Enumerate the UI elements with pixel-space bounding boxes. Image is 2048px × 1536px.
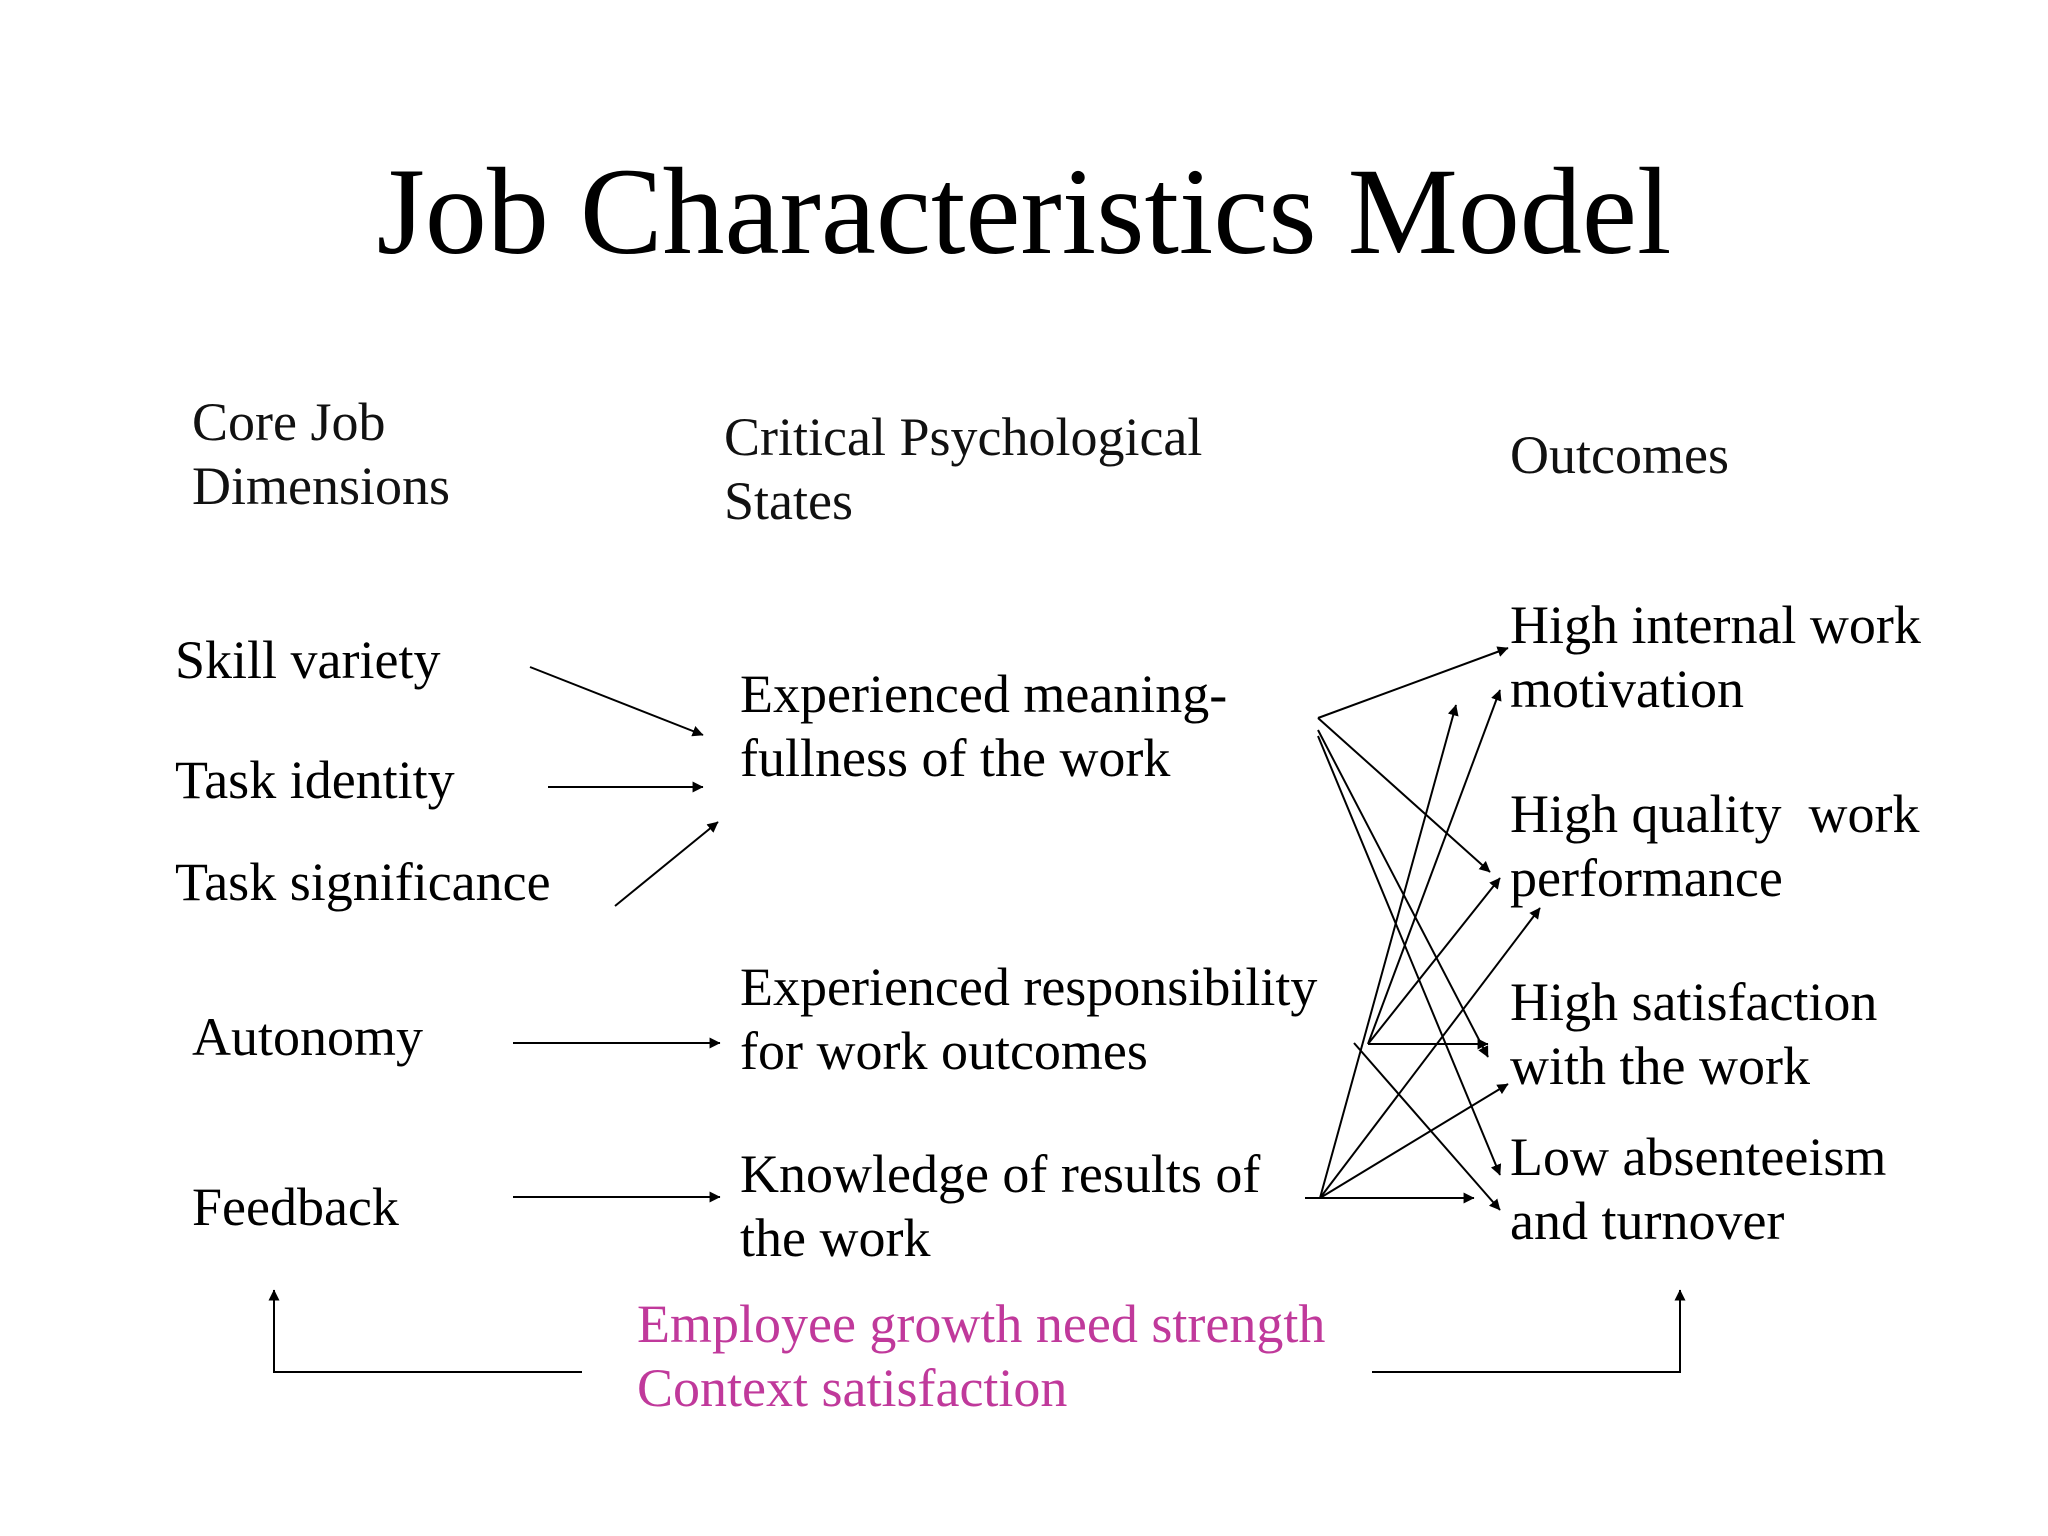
- moderator-growth-need-strength: Employee growth need strength: [637, 1294, 1326, 1354]
- arrow-responsibility-to-performance: [1367, 877, 1501, 1045]
- outcome-absenteeism-turnover: Low absenteeism and turnover: [1510, 1125, 1886, 1253]
- state-knowledge-line-2: the work: [740, 1208, 931, 1268]
- outcome-internal-motivation: High internal work motivation: [1510, 593, 1921, 721]
- header-core-line-1: Core Job: [192, 392, 386, 452]
- arrow-task-significance-to-meaningfulness: [614, 821, 719, 907]
- state-responsibility-line-2: for work outcomes: [740, 1021, 1148, 1081]
- outcome-satisfaction-line-2: with the work: [1510, 1036, 1810, 1096]
- outcome-motivation-line-2: motivation: [1510, 659, 1744, 719]
- header-core-line-2: Dimensions: [192, 456, 451, 516]
- moderators: Employee growth need strength Context sa…: [637, 1292, 1325, 1420]
- outcome-absenteeism-line-2: and turnover: [1510, 1191, 1785, 1251]
- state-meaningfulness-line-2: fullness of the work: [740, 728, 1171, 788]
- outcome-performance-line-2: performance: [1510, 848, 1783, 908]
- page-title: Job Characteristics Model: [376, 143, 1672, 280]
- arrow-skill-variety-to-meaningfulness: [529, 666, 704, 737]
- outcome-quality-performance: High quality work performance: [1510, 782, 1919, 910]
- state-meaningfulness: Experienced meaning- fullness of the wor…: [740, 662, 1227, 790]
- outcome-satisfaction-line-1: High satisfaction: [1510, 972, 1878, 1032]
- core-task-identity: Task identity: [175, 750, 455, 810]
- core-task-significance: Task significance: [175, 852, 551, 912]
- state-knowledge-of-results: Knowledge of results of the work: [740, 1142, 1260, 1270]
- core-skill-variety: Skill variety: [175, 630, 441, 690]
- arrow-knowledge-to-motivation: [1319, 704, 1459, 1199]
- arrow-moderator-to-outcomes: [1372, 1289, 1686, 1373]
- state-knowledge-line-1: Knowledge of results of: [740, 1144, 1261, 1204]
- arrow-responsibility-to-absenteeism: [1353, 1042, 1501, 1211]
- state-responsibility: Experienced responsibility for work outc…: [740, 955, 1317, 1083]
- core-feedback: Feedback: [192, 1177, 399, 1237]
- core-autonomy: Autonomy: [192, 1007, 424, 1067]
- header-outcomes: Outcomes: [1510, 423, 1729, 487]
- arrow-meaningfulness-to-performance: [1317, 717, 1491, 873]
- header-outcomes-line-1: Outcomes: [1510, 425, 1729, 485]
- header-states-line-2: States: [724, 471, 853, 531]
- outcome-absenteeism-line-1: Low absenteeism: [1510, 1127, 1887, 1187]
- header-critical-psychological-states: Critical Psychological States: [724, 405, 1202, 533]
- arrow-knowledge-to-performance: [1319, 907, 1541, 1199]
- moderator-context-satisfaction: Context satisfaction: [637, 1358, 1068, 1418]
- state-meaningfulness-line-1: Experienced meaning-: [740, 664, 1228, 724]
- arrow-moderator-to-core-dimensions: [268, 1289, 582, 1373]
- arrow-meaningfulness-to-absenteeism: [1317, 735, 1502, 1176]
- outcome-satisfaction: High satisfaction with the work: [1510, 970, 1877, 1098]
- arrow-knowledge-to-satisfaction: [1319, 1083, 1509, 1199]
- outcome-motivation-line-1: High internal work: [1510, 595, 1921, 655]
- header-states-line-1: Critical Psychological: [724, 407, 1203, 467]
- arrow-meaningfulness-to-motivation: [1317, 646, 1509, 719]
- header-core-job-dimensions: Core Job Dimensions: [192, 390, 450, 518]
- arrow-responsibility-to-motivation: [1367, 689, 1502, 1045]
- outcome-performance-line-1: High quality work: [1510, 784, 1920, 844]
- state-responsibility-line-1: Experienced responsibility: [740, 957, 1318, 1017]
